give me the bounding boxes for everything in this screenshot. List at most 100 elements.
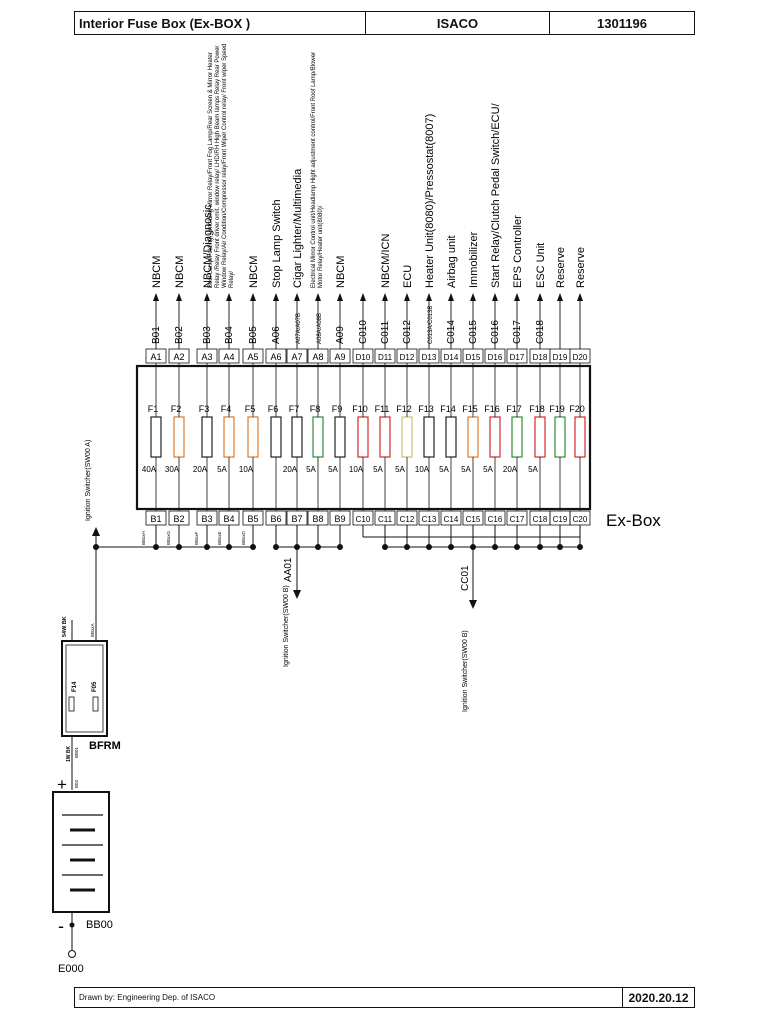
- top-pin-label: D16: [488, 353, 503, 362]
- output-code: C012: [402, 320, 413, 344]
- bus-wire-code: BBxxE: [217, 531, 222, 545]
- fuse-rating: 5A: [528, 465, 538, 474]
- bottom-pin-label: C18: [533, 515, 548, 524]
- fuse-id: F5: [245, 404, 256, 414]
- fuse-body: [534, 416, 546, 458]
- fuse-body: [574, 416, 586, 458]
- output-label: Reserve: [575, 247, 587, 288]
- output-arrow: [426, 293, 432, 301]
- output-arrow: [176, 293, 182, 301]
- top-pin-label: D18: [533, 353, 548, 362]
- fuse-id: F19: [549, 404, 565, 414]
- output-code: B01: [151, 326, 162, 344]
- output-arrow: [492, 293, 498, 301]
- top-pin-label: A3: [201, 352, 212, 362]
- output-label: Heater Unit(8080)/Pressostat(8007): [424, 114, 436, 288]
- bfrm-box: [61, 640, 108, 737]
- output-code: C014: [446, 320, 457, 344]
- fuse-rating: 40A: [142, 465, 157, 474]
- bottom-pin-label: B7: [291, 514, 302, 524]
- fuse-rating: 5A: [461, 465, 471, 474]
- output-label: Cigar Lighter/Multimedia: [292, 168, 304, 288]
- drawing-date: 2020.20.12: [628, 990, 689, 1005]
- bottom-pin-label: B6: [270, 514, 281, 524]
- bottom-pin-label: C10: [356, 515, 371, 524]
- top-pin-label: D13: [422, 353, 437, 362]
- output-code: C018: [535, 320, 546, 344]
- battery-minus: -: [58, 916, 64, 936]
- top-pin-label: D12: [400, 353, 415, 362]
- fuse-id: F4: [221, 404, 232, 414]
- bottom-pin-label: B4: [223, 514, 234, 524]
- top-pin-label: D19: [553, 353, 568, 362]
- fuse-id: F9: [332, 404, 343, 414]
- output-label: Reserve: [555, 247, 567, 288]
- output-label: EPS Controller: [512, 215, 524, 288]
- fuse-id: F8: [310, 404, 321, 414]
- output-arrow: [273, 293, 279, 301]
- fuse-rating: 5A: [395, 465, 405, 474]
- bottom-pin-label: B5: [247, 514, 258, 524]
- output-code: B03: [202, 326, 213, 344]
- bottom-pin-label: C14: [444, 515, 459, 524]
- bus-wire-code: BBxxH: [141, 531, 146, 545]
- fuse-body: [511, 416, 523, 458]
- left-arrow: [92, 527, 100, 536]
- bottom-pin-label: C13: [422, 515, 437, 524]
- fuse-rating: 10A: [349, 465, 364, 474]
- aa01-arrow: [293, 590, 301, 599]
- bfrm-fuse2: [92, 696, 99, 712]
- output-label: Stop Lamp Switch: [271, 199, 283, 288]
- earth-label: E000: [58, 963, 84, 975]
- title-block: Interior Fuse Box (Ex-BOX ) ISACO 130119…: [74, 11, 695, 35]
- bfrm-wire-bottom-code2: BB01: [74, 746, 79, 758]
- ground-node-label: BB00: [86, 919, 113, 931]
- top-pin-label: A8: [312, 352, 323, 362]
- output-arrow: [470, 293, 476, 301]
- footer-block: Drawn by: Engineering Dep. of ISACO 2020…: [74, 987, 695, 1008]
- fuse-rating: 5A: [217, 465, 227, 474]
- fuse-rating: 10A: [415, 465, 430, 474]
- top-pin-label: D20: [573, 353, 588, 362]
- fuse-body: [270, 416, 282, 458]
- top-pin-label: D15: [466, 353, 481, 362]
- bottom-pin-label: C12: [400, 515, 415, 524]
- fuse-body: [173, 416, 185, 458]
- fuse-body: [291, 416, 303, 458]
- output-arrow: [537, 293, 543, 301]
- battery-plus: +: [57, 775, 67, 794]
- fuse-id: F13: [418, 404, 434, 414]
- bfrm-fuse1-id: F14: [72, 681, 78, 692]
- ground-node: [69, 922, 75, 928]
- cc01-dest: Ignition Switcher(SW00 B): [462, 630, 469, 712]
- fuse-id: F12: [396, 404, 412, 414]
- output-code: A09: [335, 326, 346, 344]
- output-arrow: [577, 293, 583, 301]
- fuse-body: [247, 416, 259, 458]
- output-arrow: [448, 293, 454, 301]
- company-name: ISACO: [366, 12, 550, 34]
- fuse-id: F1: [148, 404, 159, 414]
- fuse-id: F6: [268, 404, 279, 414]
- bus-wire-code: BBxxF: [194, 531, 199, 545]
- output-label: ECU: [402, 265, 414, 288]
- fuse-id: F20: [569, 404, 585, 414]
- bottom-pin-label: C16: [488, 515, 503, 524]
- top-pin-label: D17: [510, 353, 525, 362]
- output-code: C011: [380, 320, 391, 344]
- fuse-body: [489, 416, 501, 458]
- fuse-body: [423, 416, 435, 458]
- bus-wire-code: BBxxD: [241, 530, 246, 545]
- document-number: 1301196: [597, 15, 647, 31]
- output-code: A06: [271, 326, 282, 344]
- output-label: Start Relay/Clutch Pedal Switch/ECU/: [490, 102, 502, 288]
- cc01-arrow: [469, 600, 477, 609]
- bottom-pin-label: C19: [553, 515, 568, 524]
- output-arrow: [337, 293, 343, 301]
- bfrm-label: BFRM: [89, 740, 121, 752]
- output-arrow: [557, 293, 563, 301]
- bottom-pin-label: C17: [510, 515, 525, 524]
- top-pin-label: A9: [334, 352, 345, 362]
- fuse-id: F18: [529, 404, 545, 414]
- fuse-rating: 5A: [306, 465, 316, 474]
